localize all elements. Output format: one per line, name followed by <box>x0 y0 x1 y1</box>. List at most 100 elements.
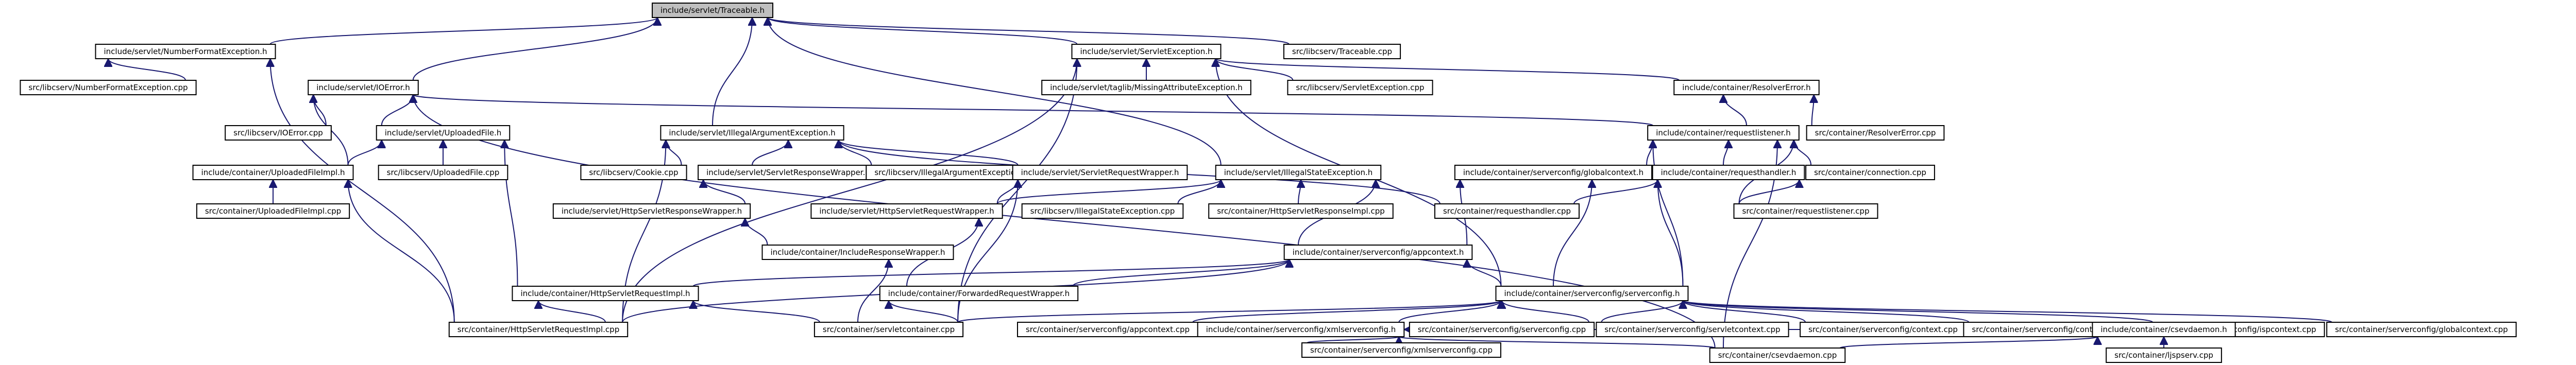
graph-node[interactable]: include/container/serverconfig/servercon… <box>1495 286 1689 301</box>
graph-node-label: include/servlet/UploadedFile.h <box>385 128 502 137</box>
graph-node[interactable]: src/container/ResolverError.cpp <box>1806 125 1945 141</box>
graph-node-box <box>552 203 751 219</box>
graph-node-label: src/container/csevdaemon.cpp <box>1718 351 1837 360</box>
graph-node[interactable]: include/servlet/ServletRequestWrapper.h <box>1012 165 1188 180</box>
graph-node[interactable]: include/container/serverconfig/xmlserver… <box>1197 322 1405 337</box>
graph-edge <box>1683 300 2333 323</box>
graph-node-label: src/container/serverconfig/appcontext.cp… <box>1026 325 1190 334</box>
graph-node[interactable]: src/container/requesthandler.cpp <box>1434 203 1580 219</box>
graph-edge <box>504 140 518 287</box>
graph-node-box <box>698 165 879 180</box>
graph-edge <box>857 259 889 323</box>
graph-node[interactable]: include/container/serverconfig/globalcon… <box>1454 165 1653 180</box>
graph-node[interactable]: include/servlet/ServletException.h <box>1071 44 1222 59</box>
graph-edge <box>693 300 820 323</box>
graph-node-box <box>192 165 354 180</box>
graph-node-box <box>810 203 1003 219</box>
graph-node[interactable]: src/libcserv/Cookie.cpp <box>580 165 687 180</box>
graph-edge <box>412 17 657 81</box>
graph-node[interactable]: src/container/serverconfig/servletcontex… <box>1596 322 1789 337</box>
graph-node-label: src/libcserv/NumberFormatException.cpp <box>28 83 188 92</box>
graph-node[interactable]: src/libcserv/ServletException.cpp <box>1287 80 1433 95</box>
graph-node-box <box>879 286 1079 301</box>
graph-node-box <box>1208 203 1394 219</box>
graph-node[interactable]: include/servlet/taglib/MissingAttributeE… <box>1041 80 1251 95</box>
graph-node[interactable]: include/servlet/IllegalStateException.h <box>1215 165 1382 180</box>
graph-node-box <box>1495 286 1689 301</box>
graph-node-box <box>761 245 954 260</box>
graph-node-box <box>1434 203 1580 219</box>
graph-node[interactable]: include/container/serverconfig/appcontex… <box>1283 245 1473 260</box>
graph-node[interactable]: src/container/csevdaemon.cpp <box>1709 347 1846 363</box>
graph-node[interactable]: include/servlet/UploadedFile.h <box>376 125 511 141</box>
graph-node[interactable]: src/libcserv/NumberFormatException.cpp <box>20 80 197 95</box>
graph-node-box <box>196 203 350 219</box>
graph-node-label: src/container/requestlistener.cpp <box>1742 206 1870 216</box>
graph-edge <box>703 179 746 204</box>
graph-node-box <box>1652 165 1805 180</box>
graph-edge <box>381 94 413 126</box>
graph-node-label: src/libcserv/UploadedFile.cpp <box>387 168 500 177</box>
graph-node-label: src/container/serverconfig/globalcontext… <box>2335 325 2508 334</box>
graph-edge <box>1398 300 1501 323</box>
graph-node-label: src/container/requesthandler.cpp <box>1443 206 1571 216</box>
graph-node[interactable]: include/servlet/IOError.h <box>308 80 419 95</box>
graph-node[interactable]: src/libcserv/IOError.cpp <box>225 125 332 141</box>
graph-node[interactable]: src/libcserv/IllegalStateException.cpp <box>1021 203 1184 219</box>
graph-node[interactable]: src/container/serverconfig/appcontext.cp… <box>1016 322 1199 337</box>
graph-node-label: include/container/serverconfig/appcontex… <box>1293 248 1464 257</box>
graph-node[interactable]: include/servlet/HttpServletRequestWrappe… <box>810 203 1003 219</box>
graph-node[interactable]: src/container/serverconfig/serverconfig.… <box>1409 322 1595 337</box>
graph-node[interactable]: src/container/serverconfig/xmlserverconf… <box>1301 342 1501 358</box>
graph-node[interactable]: include/container/IncludeResponseWrapper… <box>761 245 954 260</box>
graph-node-label: include/container/requesthandler.h <box>1661 168 1797 177</box>
graph-node-label: include/container/IncludeResponseWrapper… <box>770 248 945 257</box>
graph-node-label: include/container/serverconfig/globalcon… <box>1463 168 1643 177</box>
graph-node[interactable]: include/servlet/ServletResponseWrapper.h <box>698 165 879 180</box>
graph-node[interactable]: src/container/serverconfig/context.cpp <box>1800 322 1967 337</box>
graph-node-label: src/libcserv/Cookie.cpp <box>589 168 678 177</box>
graph-node-box <box>1805 165 1935 180</box>
graph-node-label: src/container/HttpServletRequestImpl.cpp <box>457 325 619 334</box>
graph-node[interactable]: include/container/HttpServletRequestImpl… <box>512 286 699 301</box>
graph-node[interactable]: include/servlet/NumberFormatException.h <box>95 44 276 59</box>
graph-node[interactable]: include/container/requesthandler.h <box>1652 165 1805 180</box>
graph-node-box <box>1806 125 1945 141</box>
graph-edge <box>1216 58 1294 81</box>
graph-node-box <box>1283 44 1401 59</box>
graph-node-label: src/libcserv/IllegalStateException.cpp <box>1030 206 1175 216</box>
graph-node[interactable]: src/container/serverconfig/globalcontext… <box>2326 322 2517 337</box>
graph-node[interactable]: include/container/requestlistener.h <box>1647 125 1800 141</box>
dependency-nodes: include/servlet/Traceable.h include/servl… <box>20 3 2517 363</box>
graph-node[interactable]: include/servlet/IllegalArgumentException… <box>660 125 844 141</box>
graph-node[interactable]: src/container/requestlistener.cpp <box>1733 203 1878 219</box>
dependency-edges <box>108 17 2333 349</box>
graph-node[interactable]: src/container/connection.cpp <box>1805 165 1935 180</box>
graph-node[interactable]: include/container/UploadedFileImpl.h <box>192 165 354 180</box>
graph-edge <box>538 300 606 323</box>
graph-node-box <box>1409 322 1595 337</box>
graph-edge <box>1723 94 1747 126</box>
graph-node-box <box>308 80 419 95</box>
graph-edge <box>1683 300 1970 323</box>
graph-node[interactable]: src/container/HttpServletRequestImpl.cpp <box>448 322 629 337</box>
graph-node[interactable]: include/container/ForwardedRequestWrappe… <box>879 286 1079 301</box>
graph-edge <box>1653 140 1684 287</box>
graph-node[interactable]: src/container/servletcontainer.cpp <box>814 322 964 337</box>
graph-node[interactable]: src/container/ljspserv.cpp <box>2106 347 2222 363</box>
graph-node-label: src/container/connection.cpp <box>1814 168 1926 177</box>
graph-node[interactable]: src/libcserv/UploadedFile.cpp <box>378 165 509 180</box>
graph-node-box <box>376 125 511 141</box>
graph-node[interactable]: include/servlet/Traceable.h <box>652 3 773 18</box>
graph-node[interactable]: src/container/UploadedFileImpl.cpp <box>196 203 350 219</box>
graph-edge <box>1216 58 1680 81</box>
graph-node-box <box>95 44 276 59</box>
graph-node-box <box>1709 347 1846 363</box>
graph-node[interactable]: src/libcserv/Traceable.cpp <box>1283 44 1401 59</box>
graph-node[interactable]: include/container/csevdaemon.h <box>2092 322 2236 337</box>
graph-node[interactable]: include/servlet/HttpServletResponseWrapp… <box>552 203 751 219</box>
graph-node-box <box>2326 322 2517 337</box>
graph-edge <box>1573 179 1658 204</box>
graph-node[interactable]: include/container/ResolverError.h <box>1673 80 1820 95</box>
graph-node[interactable]: src/container/HttpServletResponseImpl.cp… <box>1208 203 1394 219</box>
